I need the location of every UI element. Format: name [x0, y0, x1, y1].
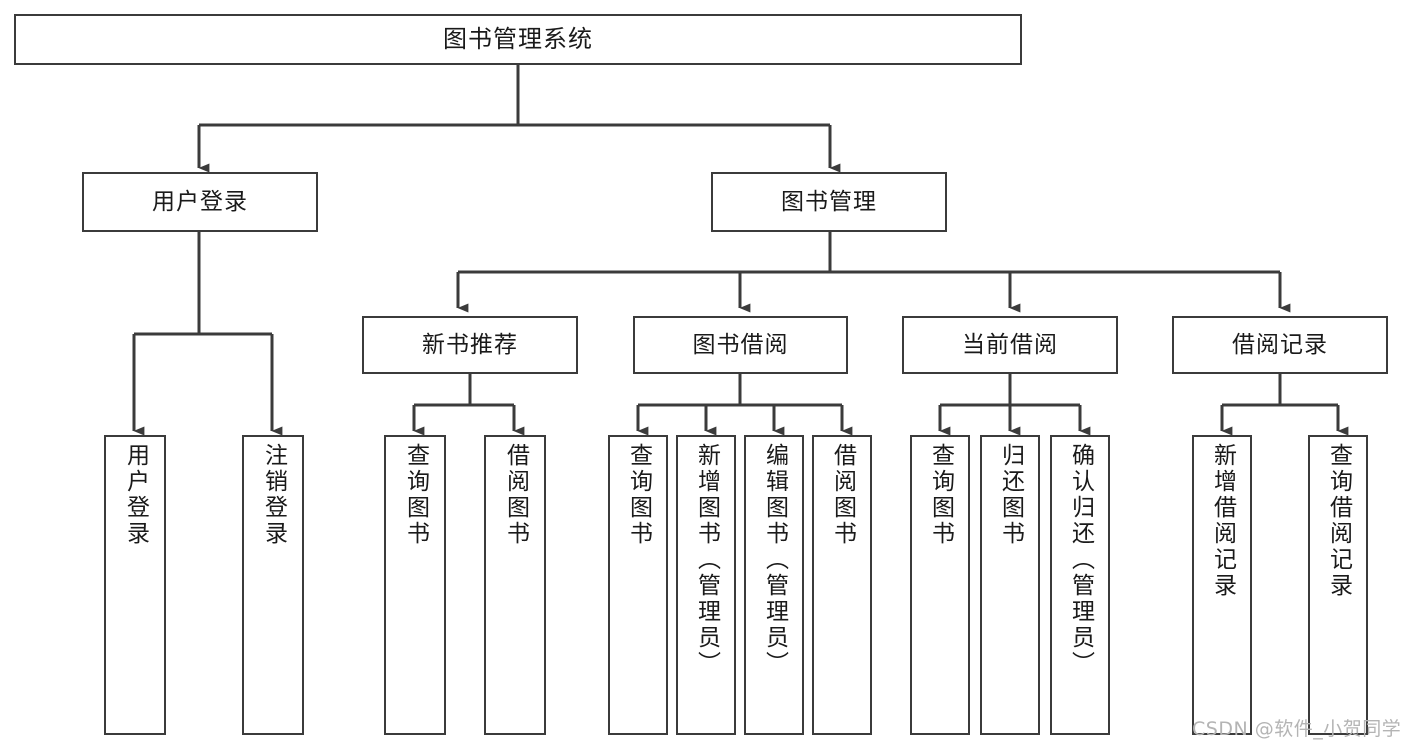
- node-label: 图书管理: [781, 188, 877, 215]
- node-user-login[interactable]: 用户登录: [82, 172, 318, 232]
- node-leaf-query-borrow-record[interactable]: 查询借阅记录: [1308, 435, 1368, 735]
- node-leaf-user-login[interactable]: 用户登录: [104, 435, 166, 735]
- node-new-book-recommendation[interactable]: 新书推荐: [362, 316, 578, 374]
- node-leaf-add-borrow-record[interactable]: 新增借阅记录: [1192, 435, 1252, 735]
- node-label: 查询借阅记录: [1325, 443, 1352, 599]
- node-label: 新书推荐: [422, 331, 518, 358]
- node-leaf-borrow-book-2[interactable]: 借阅图书: [812, 435, 872, 735]
- node-book-management[interactable]: 图书管理: [711, 172, 947, 232]
- node-label: 新增借阅记录: [1209, 443, 1236, 599]
- node-label: 用户登录: [152, 188, 248, 215]
- node-label: 归还图书: [997, 443, 1024, 547]
- node-leaf-return-book[interactable]: 归还图书: [980, 435, 1040, 735]
- node-book-borrowing[interactable]: 图书借阅: [633, 316, 848, 374]
- node-label: 查询图书: [927, 443, 954, 547]
- node-label: 当前借阅: [962, 331, 1058, 358]
- node-leaf-query-book-3[interactable]: 查询图书: [910, 435, 970, 735]
- node-leaf-confirm-return-admin[interactable]: 确认归还（管理员）: [1050, 435, 1110, 735]
- node-label: 编辑图书（管理员）: [761, 443, 788, 677]
- node-label: 借阅图书: [502, 443, 529, 547]
- node-current-borrowing[interactable]: 当前借阅: [902, 316, 1118, 374]
- node-label: 查询图书: [625, 443, 652, 547]
- node-leaf-query-book-2[interactable]: 查询图书: [608, 435, 668, 735]
- node-label: 新增图书（管理员）: [693, 443, 720, 677]
- node-label: 用户登录: [122, 443, 149, 547]
- node-borrowing-record[interactable]: 借阅记录: [1172, 316, 1388, 374]
- node-label: 借阅图书: [829, 443, 856, 547]
- node-label: 图书借阅: [692, 331, 789, 358]
- node-label: 查询图书: [402, 443, 429, 547]
- node-label: 确认归还（管理员）: [1067, 443, 1094, 677]
- node-leaf-logout[interactable]: 注销登录: [242, 435, 304, 735]
- node-leaf-add-book-admin[interactable]: 新增图书（管理员）: [676, 435, 736, 735]
- node-leaf-query-book-1[interactable]: 查询图书: [384, 435, 446, 735]
- node-label: 借阅记录: [1232, 331, 1328, 358]
- node-label: 图书管理系统: [443, 24, 593, 53]
- node-leaf-borrow-book-1[interactable]: 借阅图书: [484, 435, 546, 735]
- csdn-watermark: CSDN @软件_小贺同学: [1192, 718, 1402, 740]
- node-label: 注销登录: [260, 443, 287, 547]
- node-leaf-edit-book-admin[interactable]: 编辑图书（管理员）: [744, 435, 804, 735]
- node-root-book-management-system[interactable]: 图书管理系统: [14, 14, 1022, 65]
